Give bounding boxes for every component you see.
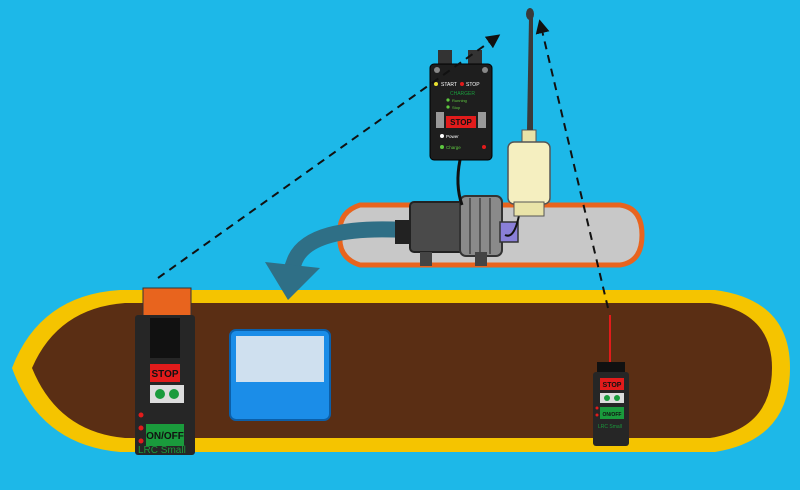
remote-large-model-label: LRC Small: [138, 445, 186, 456]
antenna-icon: [526, 8, 534, 130]
control-charger-label: CHARGER: [450, 91, 475, 97]
remote-large-stop-label: STOP: [151, 369, 178, 380]
control-charge-label: Charge: [446, 145, 461, 150]
winch-icon: [395, 195, 519, 266]
remote-large-stop-button[interactable]: [150, 364, 180, 382]
control-green2-label: Stop: [452, 105, 461, 110]
remote-large-onoff-label: ON/OFF: [146, 431, 184, 442]
control-start-label: START: [441, 82, 457, 88]
control-stop-button-label: STOP: [450, 118, 472, 127]
remote-small-onoff-button[interactable]: [600, 407, 624, 419]
remote-large-onoff-button[interactable]: [146, 424, 184, 446]
receiver-box: [507, 129, 551, 217]
control-stop-button[interactable]: [446, 116, 476, 128]
remote-small-model-label: LRC Small: [598, 424, 622, 430]
remote-small-stop-button[interactable]: [600, 378, 624, 390]
control-green1-label: Running: [452, 98, 467, 103]
tank-icon: [229, 329, 331, 421]
remote-small: STOP ON/OFF LRC Small: [593, 315, 629, 446]
remote-small-onoff-label: ON/OFF: [603, 412, 622, 418]
control-power-label: Power: [446, 134, 459, 139]
control-unit: START STOP CHARGER Running Stop STOP Pow…: [429, 50, 493, 161]
remote-large: STOP ON/OFF LRC Small: [135, 287, 195, 456]
remote-small-stop-label: STOP: [603, 382, 622, 389]
main-boat: [12, 290, 790, 452]
control-cable: [456, 159, 464, 206]
tow-flow-arrow: [265, 221, 406, 300]
control-stop-small-label: STOP: [466, 82, 480, 88]
signal-line-small-to-antenna: [535, 19, 609, 309]
